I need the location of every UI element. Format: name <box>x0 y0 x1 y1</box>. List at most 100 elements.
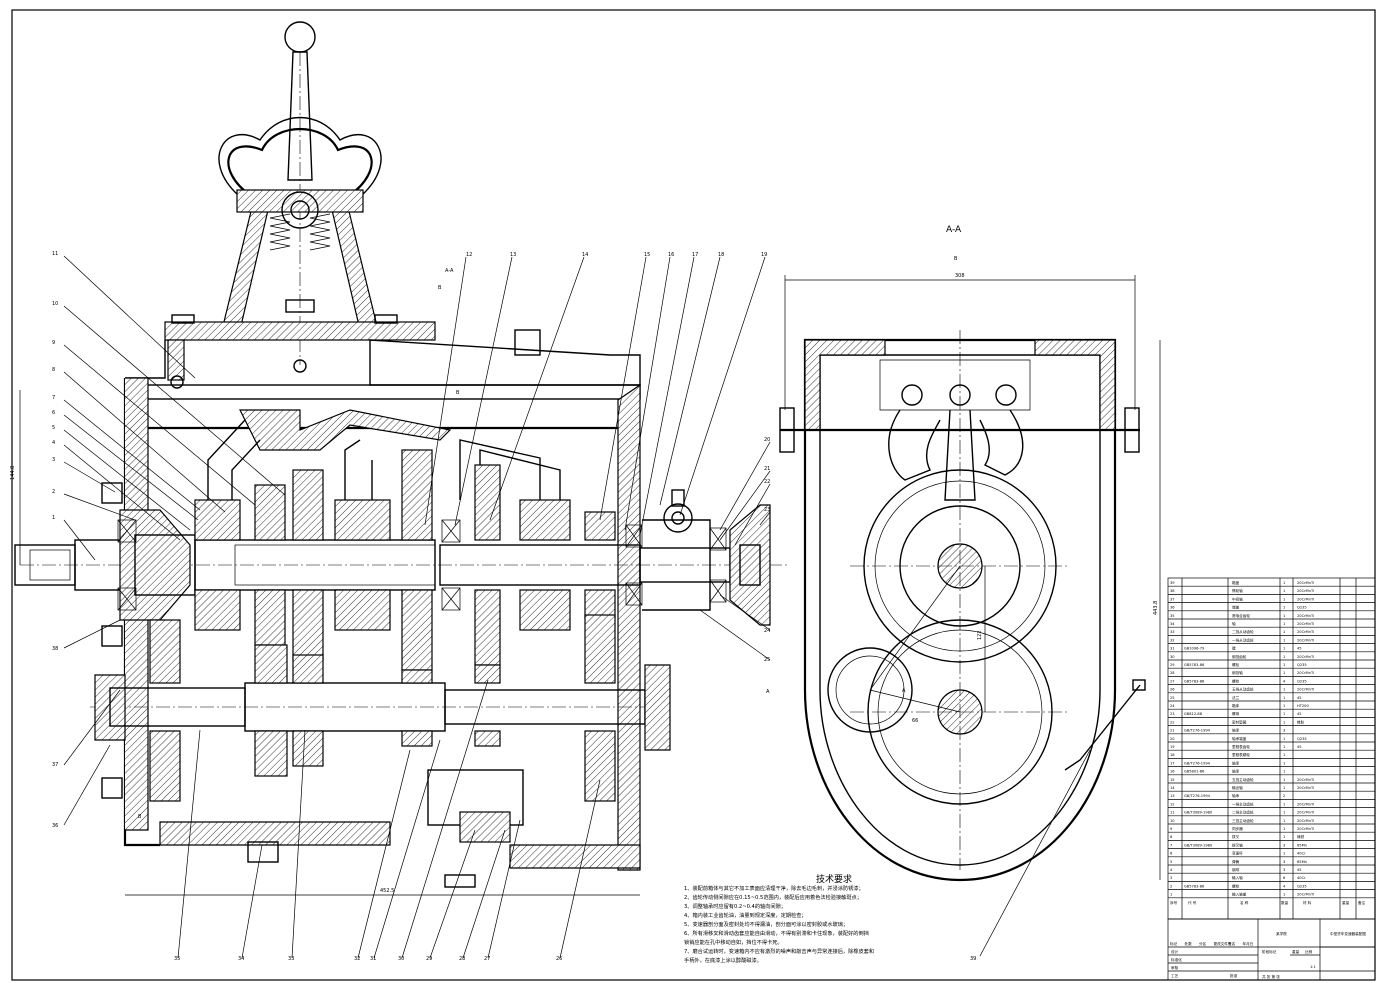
callout-14: 14 <box>582 252 588 258</box>
title-block-sheet: 共 张 第 张 <box>1262 974 1280 979</box>
parts-row-qty: 1 <box>1283 786 1285 790</box>
section-label-a-cut: A <box>766 689 770 695</box>
tech-line-3: 3、调整轴承时应留有0.2~0.4的轴向间隙； <box>684 902 786 910</box>
callout-1: 1 <box>52 515 55 521</box>
parts-row-qty: 1 <box>1283 655 1285 659</box>
parts-row-qty: 1 <box>1283 688 1285 692</box>
callout-29: 29 <box>426 956 432 962</box>
parts-row-no: 26 <box>1170 688 1175 692</box>
parts-row-name: 输入轴 <box>1232 875 1243 880</box>
title-block-design: 设计 <box>1171 949 1179 954</box>
section-label-b-main-left: B <box>438 285 442 291</box>
parts-row-name: 螺栓 <box>1232 883 1240 888</box>
parts-row-no: 9 <box>1170 827 1173 831</box>
parts-row-no: 37 <box>1170 597 1175 601</box>
parts-row-qty: 1 <box>1283 737 1285 741</box>
parts-header-std: 代 号 <box>1188 900 1197 905</box>
parts-row-mat: 20CrMnTi <box>1297 778 1314 782</box>
callout-7: 7 <box>52 395 55 401</box>
callout-33: 33 <box>288 956 294 962</box>
parts-row-qty: 4 <box>1283 884 1286 888</box>
parts-row-qty: 1 <box>1283 630 1285 634</box>
parts-row-std: GB1096-79 <box>1184 647 1205 651</box>
section-label-aa-right: A-A <box>946 225 962 235</box>
parts-row-qty: 1 <box>1283 720 1285 724</box>
parts-row-name: 一挡从动齿轮 <box>1232 637 1254 642</box>
parts-row-qty: 1 <box>1283 778 1285 782</box>
section-label-b-right: B <box>954 256 958 262</box>
parts-row-name: 法兰 <box>1232 695 1240 700</box>
parts-row-name: 同步器 <box>1232 826 1243 831</box>
parts-row-name: 一挡主动齿轮 <box>1232 801 1254 806</box>
parts-row-name: 拨叉 <box>1232 834 1240 839</box>
parts-row-no: 8 <box>1170 835 1173 839</box>
parts-row-std: GB5801-86 <box>1184 770 1205 774</box>
parts-row-no: 14 <box>1170 786 1175 790</box>
parts-row-mat: Q235 <box>1297 663 1307 667</box>
parts-row-mat: HT200 <box>1297 704 1309 708</box>
parts-row-no: 20 <box>1170 737 1175 741</box>
parts-row-no: 6 <box>1170 852 1173 856</box>
parts-row-no: 30 <box>1170 655 1175 659</box>
parts-row-mat: 65Mn <box>1297 860 1307 864</box>
main-section-view <box>14 21 790 888</box>
parts-row-name: 螺栓 <box>1232 662 1240 667</box>
callout-32: 32 <box>354 956 360 962</box>
parts-row-std: GB/T276-1994 <box>1184 794 1211 798</box>
callout-3: 3 <box>52 457 55 463</box>
parts-row-mat: 40Cr <box>1297 852 1306 856</box>
section-label-a-cut2: A <box>902 688 906 694</box>
parts-header-mat: 材 料 <box>1303 900 1312 905</box>
title-block: 某学院 中型货车变速器装配图 设计 标准化 审核 工艺 批准 阶段标记 重量 比… <box>1167 918 1376 981</box>
parts-row-no: 21 <box>1170 729 1175 733</box>
parts-row-name: 惰轮轴 <box>1232 588 1243 593</box>
parts-row-qty: 1 <box>1283 819 1285 823</box>
parts-row-mat: Q235 <box>1297 606 1307 610</box>
parts-row-no: 22 <box>1170 720 1175 724</box>
title-block-standard: 标准化 <box>1171 957 1182 962</box>
callout-22: 22 <box>764 479 770 485</box>
parts-row-no: 5 <box>1170 860 1172 864</box>
parts-row-no: 15 <box>1170 778 1175 782</box>
title-block-stage: 阶段标记 <box>1262 949 1277 954</box>
title-block-row-label: 年月日 <box>1243 941 1254 946</box>
parts-row-name: 倒挡齿轮 <box>1232 654 1247 659</box>
parts-row-qty: 1 <box>1283 811 1285 815</box>
parts-row-qty: 6 <box>1283 876 1286 880</box>
parts-row-mat: 20CrMnTi <box>1297 893 1314 897</box>
parts-row-no: 27 <box>1170 679 1175 683</box>
drawing-frame <box>11 9 1376 981</box>
parts-row-qty: 2 <box>1283 794 1285 798</box>
parts-row-name: 轴承 <box>1232 769 1240 774</box>
parts-header-no: 序号 <box>1170 900 1178 905</box>
parts-row-name: 轴承 <box>1232 760 1240 765</box>
parts-row-qty: 1 <box>1283 622 1285 626</box>
parts-row-std: GB5783-86 <box>1184 663 1205 667</box>
callout-27: 27 <box>484 956 490 962</box>
parts-row-name: 五挡从动齿轮 <box>1232 687 1254 692</box>
parts-row-mat: 20CrMnTi <box>1297 655 1314 659</box>
parts-row-qty: 3 <box>1283 843 1285 847</box>
parts-row-mat: 45 <box>1297 696 1302 700</box>
parts-row-qty: 1 <box>1283 606 1285 610</box>
callout-4: 4 <box>52 440 55 446</box>
parts-row-name: 中间轴 <box>1232 596 1243 601</box>
callout-8: 8 <box>52 367 55 373</box>
dim-offset-text: 66 <box>912 718 918 724</box>
title-block-process: 工艺 <box>1171 973 1179 978</box>
parts-row-name: 键 <box>1232 646 1236 651</box>
callout-18: 18 <box>718 252 724 258</box>
parts-row-name: 螺母 <box>1232 711 1240 716</box>
callout-16: 16 <box>668 252 674 258</box>
parts-row-name: 端盖 <box>1232 605 1240 610</box>
callout-31: 31 <box>370 956 376 962</box>
callouts-top-right: 12 13 14 15 16 17 18 19 <box>424 252 767 536</box>
parts-row-name: 二挡主动齿轮 <box>1232 810 1254 815</box>
parts-row-qty: 1 <box>1283 647 1285 651</box>
parts-row-name: 轴承端盖 <box>1232 736 1247 741</box>
parts-row-mat: 铸铁 <box>1297 834 1305 839</box>
tech-line-7: 锁销应能在孔中移动自如，挡位不得卡死。 <box>684 938 783 946</box>
callout-28: 28 <box>459 956 465 962</box>
parts-row-name: 箱体 <box>1232 703 1240 708</box>
